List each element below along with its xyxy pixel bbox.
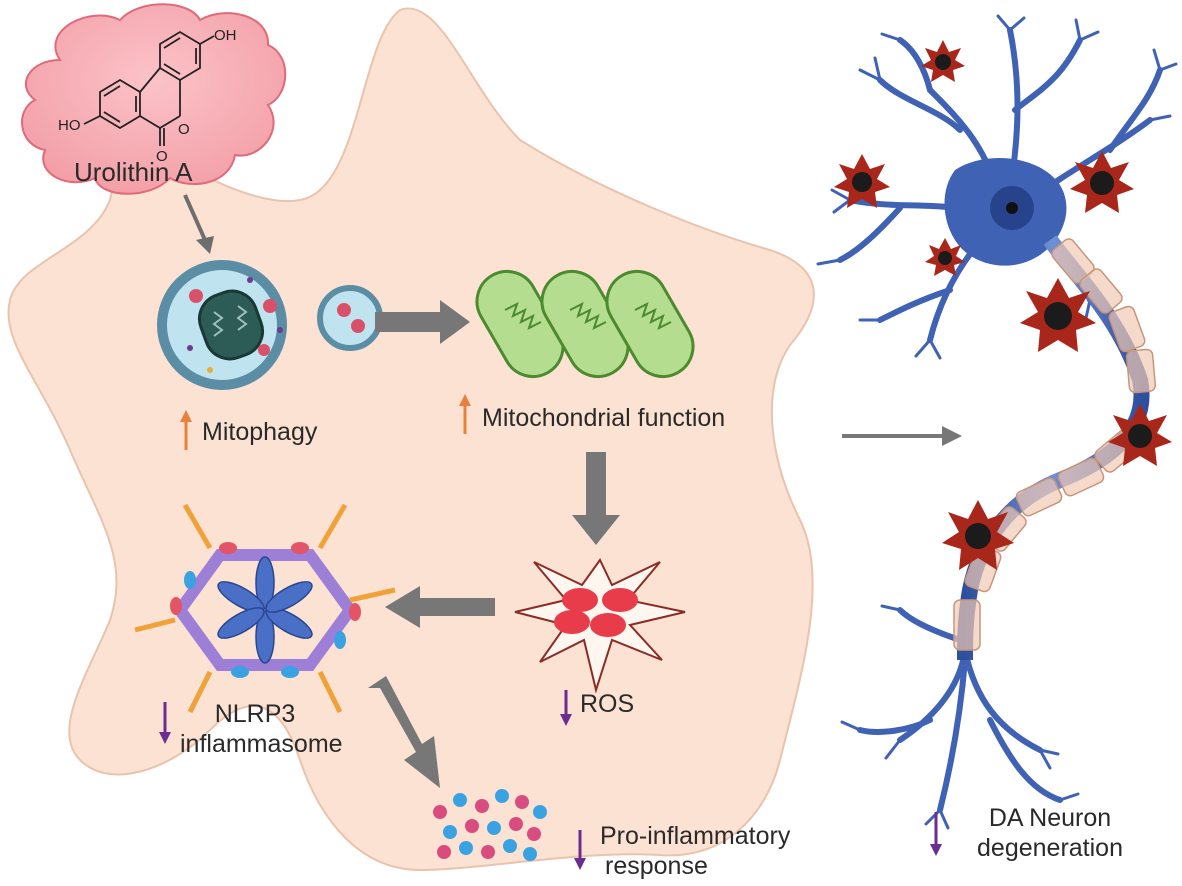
arrow-ros-to-nlrp3 bbox=[385, 586, 495, 628]
neuron-soma bbox=[944, 158, 1067, 266]
arrow-function-to-ros bbox=[572, 452, 620, 545]
proinflammatory-label-line2: response bbox=[605, 852, 708, 880]
neurotoxic-plaques bbox=[834, 40, 1172, 570]
urolithin-a-label: Urolithin A bbox=[74, 157, 193, 187]
mitochondrial-function-label: Mitochondrial function bbox=[482, 404, 726, 432]
urolithin-cloud bbox=[21, 3, 287, 195]
up-arrow-mitophagy bbox=[180, 410, 192, 450]
urolithin-structure bbox=[83, 30, 215, 146]
arrow-nlrp3-to-cytokines bbox=[368, 676, 440, 788]
ring-oxygen-label: O bbox=[178, 121, 190, 138]
oh-group-label: OH bbox=[214, 27, 237, 44]
proinflammatory-label-line1: Pro-inflammatory bbox=[600, 822, 791, 850]
ho-group-label: HO bbox=[58, 117, 81, 134]
nlrp3-label-line2: inflammasome bbox=[180, 730, 343, 758]
ros-burst bbox=[514, 558, 686, 694]
da-neuron-label-line2: degeneration bbox=[977, 834, 1123, 862]
down-arrow-ros bbox=[560, 690, 572, 726]
cytokine-particles bbox=[433, 789, 547, 861]
arrow-mitophagy-to-function bbox=[375, 300, 470, 344]
up-arrow-mito-function bbox=[459, 394, 471, 434]
down-arrow-proinflammatory bbox=[574, 830, 586, 870]
mitophagy-icon bbox=[157, 260, 383, 390]
arrow-urolithin-to-mitophagy bbox=[183, 194, 214, 254]
down-arrow-nlrp3 bbox=[159, 702, 171, 744]
mitophagy-label: Mitophagy bbox=[202, 418, 318, 446]
ros-label: ROS bbox=[580, 690, 635, 718]
healthy-mitochondria bbox=[475, 269, 695, 379]
carbonyl-oxygen-label: O bbox=[156, 148, 168, 165]
da-neuron-label-line1: DA Neuron bbox=[988, 804, 1112, 832]
nlrp3-inflammasome bbox=[134, 503, 396, 714]
down-arrow-da-neuron bbox=[930, 812, 942, 856]
arrow-cell-to-neuron bbox=[842, 426, 962, 446]
nlrp3-label-line1: NLRP3 bbox=[214, 700, 296, 728]
